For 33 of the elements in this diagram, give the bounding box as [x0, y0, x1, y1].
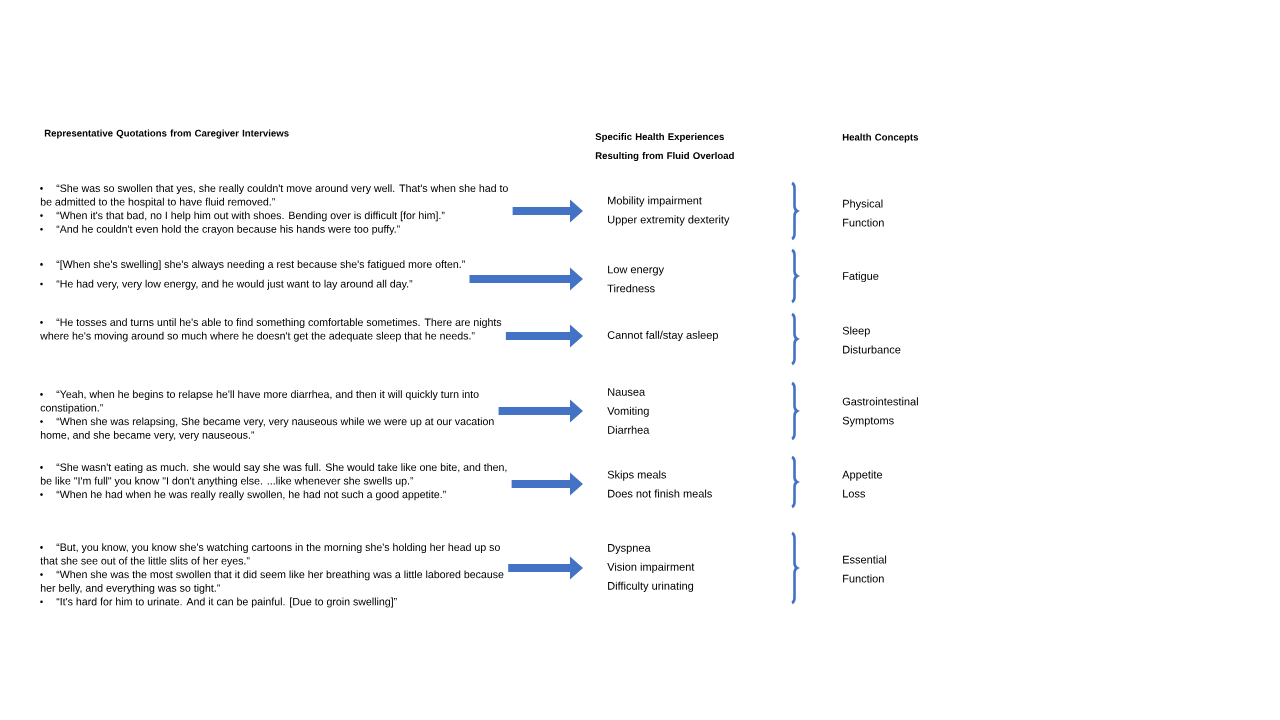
node-label: “When she was relapsing, She became very, very nauseous while we were up at our vacation home, and she became very, very nauseous.” — [40, 417, 494, 441]
experience-list: Mobility impairment Upper extremity dexterity — [608, 196, 730, 226]
node-label: “And he couldn't even hold the crayon because his hands were too puffy.” — [56, 224, 400, 235]
quote-list: “She wasn't eating as much. she would say she was full. She would take like one bite, and then, be like "I'm full" you know "I don't anything else. ...like whenever she swells up.” “When he had when he was really really swollen, he had not such a good appetite.” — [40, 463, 507, 501]
node-label: “When it's that bad, no I help him out with shoes. Bending over is difficult [for him].” — [56, 211, 445, 222]
concept-label: Appetite Loss — [842, 470, 883, 498]
experience-list: Low energy Tiredness — [607, 265, 665, 293]
concept-label: Essential Function — [843, 555, 887, 583]
node-label: “But, you know, you know she's watching cartoons in the morning she's holding her head up so that she see out of the little slits of her eyes.” — [40, 543, 500, 567]
node-label: “She was so swollen that yes, she really couldn't move around very well. That's when she had to be admitted to the hospital to have fluid removed.” — [40, 184, 508, 208]
experience-list: Skips meals Does not finish meals — [607, 470, 712, 498]
node-label: “Yeah, when he begins to relapse he'll have more diarrhea, and then it will quickly turn into constipation.” — [40, 390, 479, 414]
experience-list: Cannot fall/stay asleep — [607, 330, 718, 342]
node-label: “It's hard for him to urinate. And it can be painful. [Due to groin swelling]” — [56, 597, 397, 608]
concept-label: Gastrointestinal Symptoms — [842, 397, 918, 427]
quote-list: “Yeah, when he begins to relapse he'll have more diarrhea, and then it will quickly turn into constipation.” “When she was relapsing, She became very, very nauseous while we were up at our vacation home, and she became very, very nauseous.” — [40, 390, 494, 441]
quote-list: “She was so swollen that yes, she really couldn't move around very well. That's when she had to be admitted to the hospital to have fluid removed.” “When it's that bad, no I help him out with shoes. Bending over is difficult [for him].” “And he couldn't even hold the crayon because his hands were too puffy.” — [40, 184, 508, 235]
column-heading: Health Concepts — [842, 133, 919, 143]
quote-list: “[When she's swelling] she's always needing a rest because she's fatigued more often.” “He had very, very low energy, and he would just want to lay around all day.” — [40, 260, 465, 290]
experience-list: Nausea Vomiting Diarrhea — [607, 388, 650, 434]
quote-list: “But, you know, you know she's watching cartoons in the morning she's holding her head up so that she see out of the little slits of her eyes.” “When she was the most swollen that it did seem like her breathing was a little labored because her belly, and everything was so tight.” “It's hard for him to urinate. And it can be painful. [Due to groin swelling]” — [40, 543, 504, 608]
node-label: “When he had when he was really really swollen, he had not such a good appetite.” — [56, 490, 446, 501]
node-label: “He had very, very low energy, and he would just want to lay around all day.” — [56, 279, 413, 290]
column-heading: Specific Health Experiences Resulting from Fluid Overload — [595, 133, 734, 161]
column-heading: Representative Quotations from Caregiver Interviews — [44, 129, 289, 139]
quote-list: “He tosses and turns until he's able to find something comfortable sometimes. There are nights where he's moving around so much where he doesn't get the adequate sleep that he needs.” — [40, 318, 502, 342]
node-label: “When she was the most swollen that it did seem like her breathing was a little labored because her belly, and everything was so tight.” — [40, 570, 504, 594]
concept-label: Sleep Disturbance — [842, 326, 901, 354]
node-label: “[When she's swelling] she's always needing a rest because she's fatigued more often.” — [56, 260, 465, 271]
concept-label: Fatigue — [843, 271, 879, 283]
node-label: “She wasn't eating as much. she would say she was full. She would take like one bite, and then, be like "I'm full" you know "I don't anything else. ...like whenever she swells up.” — [40, 463, 507, 487]
experience-list: Dyspnea Vision impairment Difficulty urinating — [607, 544, 695, 592]
concept-label: Physical Function — [843, 199, 884, 227]
